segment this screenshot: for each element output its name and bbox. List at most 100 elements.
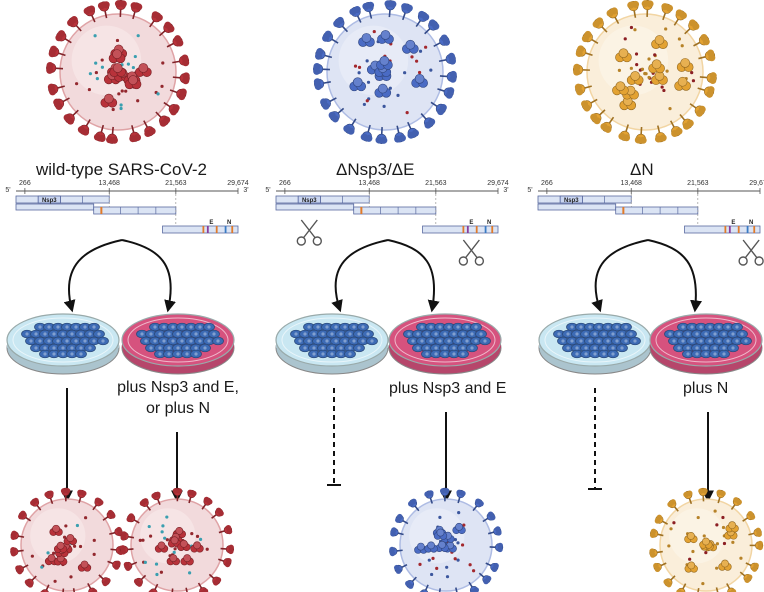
spike-protein <box>748 527 762 537</box>
spike-protein <box>46 61 64 74</box>
genome-position-label: 266 <box>19 180 31 187</box>
virion-dot <box>690 71 694 75</box>
spike-protein <box>439 487 450 502</box>
spike-protein <box>163 101 180 116</box>
virion-dot <box>372 29 376 34</box>
virion-dot <box>198 537 203 541</box>
virion-dot <box>64 524 68 528</box>
virion-dot <box>430 572 434 577</box>
spike-protein <box>393 563 408 574</box>
spike-protein <box>10 530 25 540</box>
spike-protein <box>114 0 127 17</box>
spike-cluster <box>674 76 691 91</box>
genome-position-label: 5' <box>527 187 532 194</box>
virion-dot <box>161 61 165 65</box>
spike-cluster <box>49 524 63 536</box>
spike-protein <box>119 545 134 555</box>
complementation-wild-type: plus Nsp3 and E, or plus N <box>117 379 239 417</box>
virion-dot <box>173 547 177 551</box>
virion-dot <box>205 547 209 551</box>
spike-protein <box>158 21 175 37</box>
spike-protein <box>661 3 674 21</box>
spike-protein <box>67 16 82 32</box>
spike-protein <box>649 548 663 558</box>
spike-protein <box>83 5 96 23</box>
spike-cluster <box>135 63 152 77</box>
spike-protein <box>424 19 440 35</box>
spike-protein <box>384 0 397 18</box>
spike-protein <box>394 125 406 143</box>
spike-protein <box>133 574 147 587</box>
virion-dot <box>721 515 725 520</box>
spike-protein <box>155 111 171 127</box>
spike-cluster <box>124 75 142 90</box>
spike-protein <box>48 45 66 58</box>
genome-position-label: 21,563 <box>687 180 709 187</box>
e-gene-label: E <box>209 220 213 226</box>
complementation-delta-n: plus N <box>683 380 729 397</box>
virion-dot <box>456 558 460 562</box>
spike-protein <box>172 72 190 85</box>
spike-protein <box>572 63 590 76</box>
spike-protein <box>390 527 404 537</box>
spike-protein <box>362 1 375 19</box>
virion-dot <box>115 38 120 43</box>
virion-dot <box>165 538 169 542</box>
virion-dot <box>147 524 151 529</box>
spike-protein <box>218 557 232 568</box>
spike-protein <box>472 498 484 512</box>
virion-dot <box>715 523 719 527</box>
spike-protein <box>592 17 608 33</box>
orf1a-box <box>537 195 632 204</box>
virion-dot <box>647 57 651 61</box>
virion-dot <box>623 37 627 41</box>
spike-cluster <box>358 33 375 47</box>
virion-dot <box>156 92 160 96</box>
spike-protein <box>684 19 700 35</box>
virion-dot <box>88 72 93 76</box>
spike-cluster <box>684 561 698 573</box>
virion-dot <box>87 87 92 92</box>
spike-protein <box>92 497 104 511</box>
virion-dot <box>653 53 657 57</box>
nsp3-box <box>297 195 321 204</box>
spike-protein <box>689 103 706 117</box>
spike-protein <box>30 497 42 511</box>
spike-protein <box>55 30 72 44</box>
arrow-delta-nsp3-e-left <box>331 239 389 313</box>
virion-delta-nsp3-e-bottom <box>389 487 504 592</box>
spike-protein <box>669 120 683 138</box>
virion-dot <box>662 88 666 93</box>
arrow-wild-type-left <box>63 239 123 313</box>
virion-dot <box>460 543 465 547</box>
virion-dot <box>160 530 164 534</box>
dish-delta-n-pink <box>649 313 763 375</box>
virion-dot <box>643 71 647 76</box>
virion-dot <box>155 572 159 577</box>
virion-dot <box>396 93 400 97</box>
spike-protein <box>456 489 466 504</box>
genome-position-label: 29,674 <box>749 180 764 187</box>
genome-position-label: 3' <box>503 187 508 194</box>
spike-protein <box>739 571 753 583</box>
spike-protein <box>455 587 458 592</box>
virion-dot <box>172 550 176 554</box>
dish-wild-type-pink <box>121 313 235 375</box>
spike-cluster <box>100 93 118 108</box>
spike-protein <box>208 573 222 586</box>
spike-protein <box>322 30 339 44</box>
spike-protein <box>97 1 110 19</box>
spike-protein <box>15 564 29 575</box>
spike-cluster <box>154 541 169 553</box>
virion-dot <box>668 107 672 111</box>
spike-protein <box>201 496 213 510</box>
spike-protein <box>185 587 188 592</box>
spike-cluster <box>626 71 644 85</box>
virion-dot <box>457 511 461 515</box>
spike-protein <box>581 98 598 112</box>
spike-protein <box>716 489 726 504</box>
spike-protein <box>126 513 140 524</box>
virion-dot <box>131 65 135 70</box>
